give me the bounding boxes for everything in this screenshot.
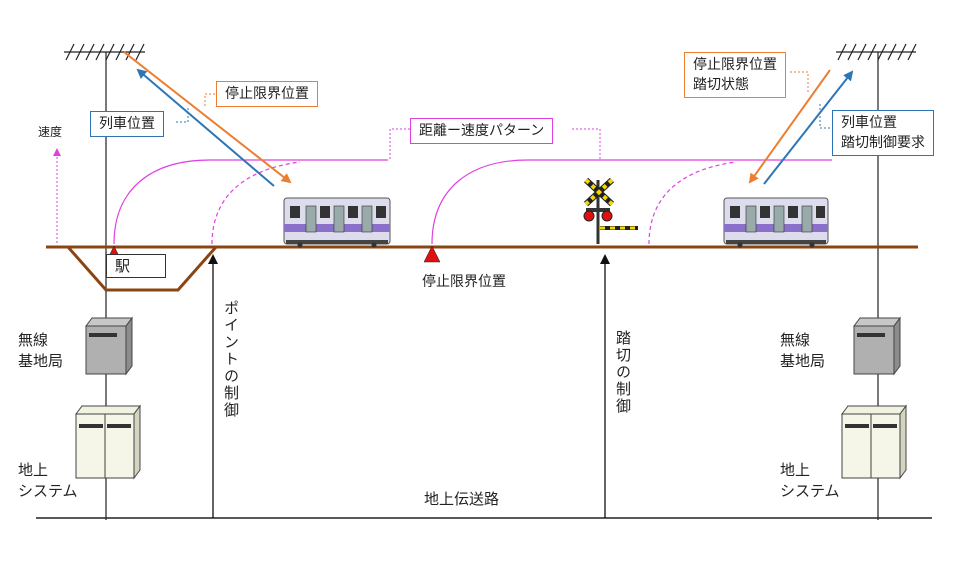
- antenna-mount-right: [836, 43, 917, 61]
- label-line-2: 基地局: [780, 352, 826, 370]
- pattern-curve-1-dashed: [211, 161, 301, 245]
- stop-limit-crossing-state-callout: 停止限界位置 踏切状態: [684, 52, 786, 98]
- label-line-1: 地上: [780, 461, 811, 479]
- point-control-label: ポイントの制御: [222, 300, 240, 419]
- speed-label: 速度: [38, 125, 63, 139]
- callout-line-2: 踏切状態: [693, 77, 749, 93]
- station-pit: [66, 246, 218, 292]
- pattern-curve-2-dashed: [648, 161, 737, 245]
- ground-system-right-label: 地上 システム: [780, 460, 840, 502]
- callout-line-1: 停止限界位置: [693, 57, 777, 73]
- callout-line-2: 踏切制御要求: [841, 135, 925, 151]
- train-position-callout: 列車位置: [90, 111, 164, 137]
- train-right: [723, 197, 829, 248]
- pattern-curve-1: [113, 159, 388, 245]
- orange-arrow-left: [123, 51, 292, 184]
- label-line-2: 基地局: [18, 352, 64, 370]
- stop-limit-callout: 停止限界位置: [216, 81, 318, 107]
- leader-pattern-left: [389, 128, 410, 160]
- train-left: [283, 197, 391, 248]
- crossing-control-label: 踏切の制御: [614, 330, 632, 415]
- ground-system-left-label: 地上 システム: [18, 460, 78, 502]
- label-line-2: システム: [18, 482, 78, 500]
- railroad-crossing-signal: [583, 177, 638, 244]
- label-line-1: 地上: [18, 461, 49, 479]
- callout-line-1: 列車位置: [841, 115, 897, 131]
- stop-marker-ground: [423, 245, 441, 263]
- pattern-curve-2: [431, 159, 832, 245]
- label-line-1: 無線: [18, 331, 49, 349]
- ground-system-cabinet-left: [75, 404, 141, 480]
- radio-base-station-left: [85, 316, 133, 376]
- train-position-crossing-request-callout: 列車位置 踏切制御要求: [832, 110, 934, 156]
- ground-transmission-line-label: 地上伝送路: [424, 490, 500, 508]
- orange-arrow-right: [748, 69, 831, 184]
- station-label: 駅: [106, 254, 166, 278]
- distance-speed-pattern-callout: 距離ー速度パターン: [410, 118, 554, 144]
- antenna-mount-left: [64, 43, 145, 61]
- ground-system-cabinet-right: [841, 404, 907, 480]
- blue-arrow-right: [763, 70, 854, 185]
- leader-stop-limit-crossing: [790, 71, 809, 92]
- radio-base-station-right: [853, 316, 901, 376]
- blue-arrow-left: [136, 68, 275, 187]
- stop-limit-ground-label: 停止限界位置: [422, 274, 506, 290]
- radio-base-station-right-label: 無線 基地局: [780, 330, 825, 372]
- label-line-2: システム: [780, 482, 840, 500]
- leader-pattern-right: [572, 128, 601, 160]
- label-line-1: 無線: [780, 331, 811, 349]
- radio-base-station-left-label: 無線 基地局: [18, 330, 63, 372]
- leader-stop-limit: [204, 93, 215, 106]
